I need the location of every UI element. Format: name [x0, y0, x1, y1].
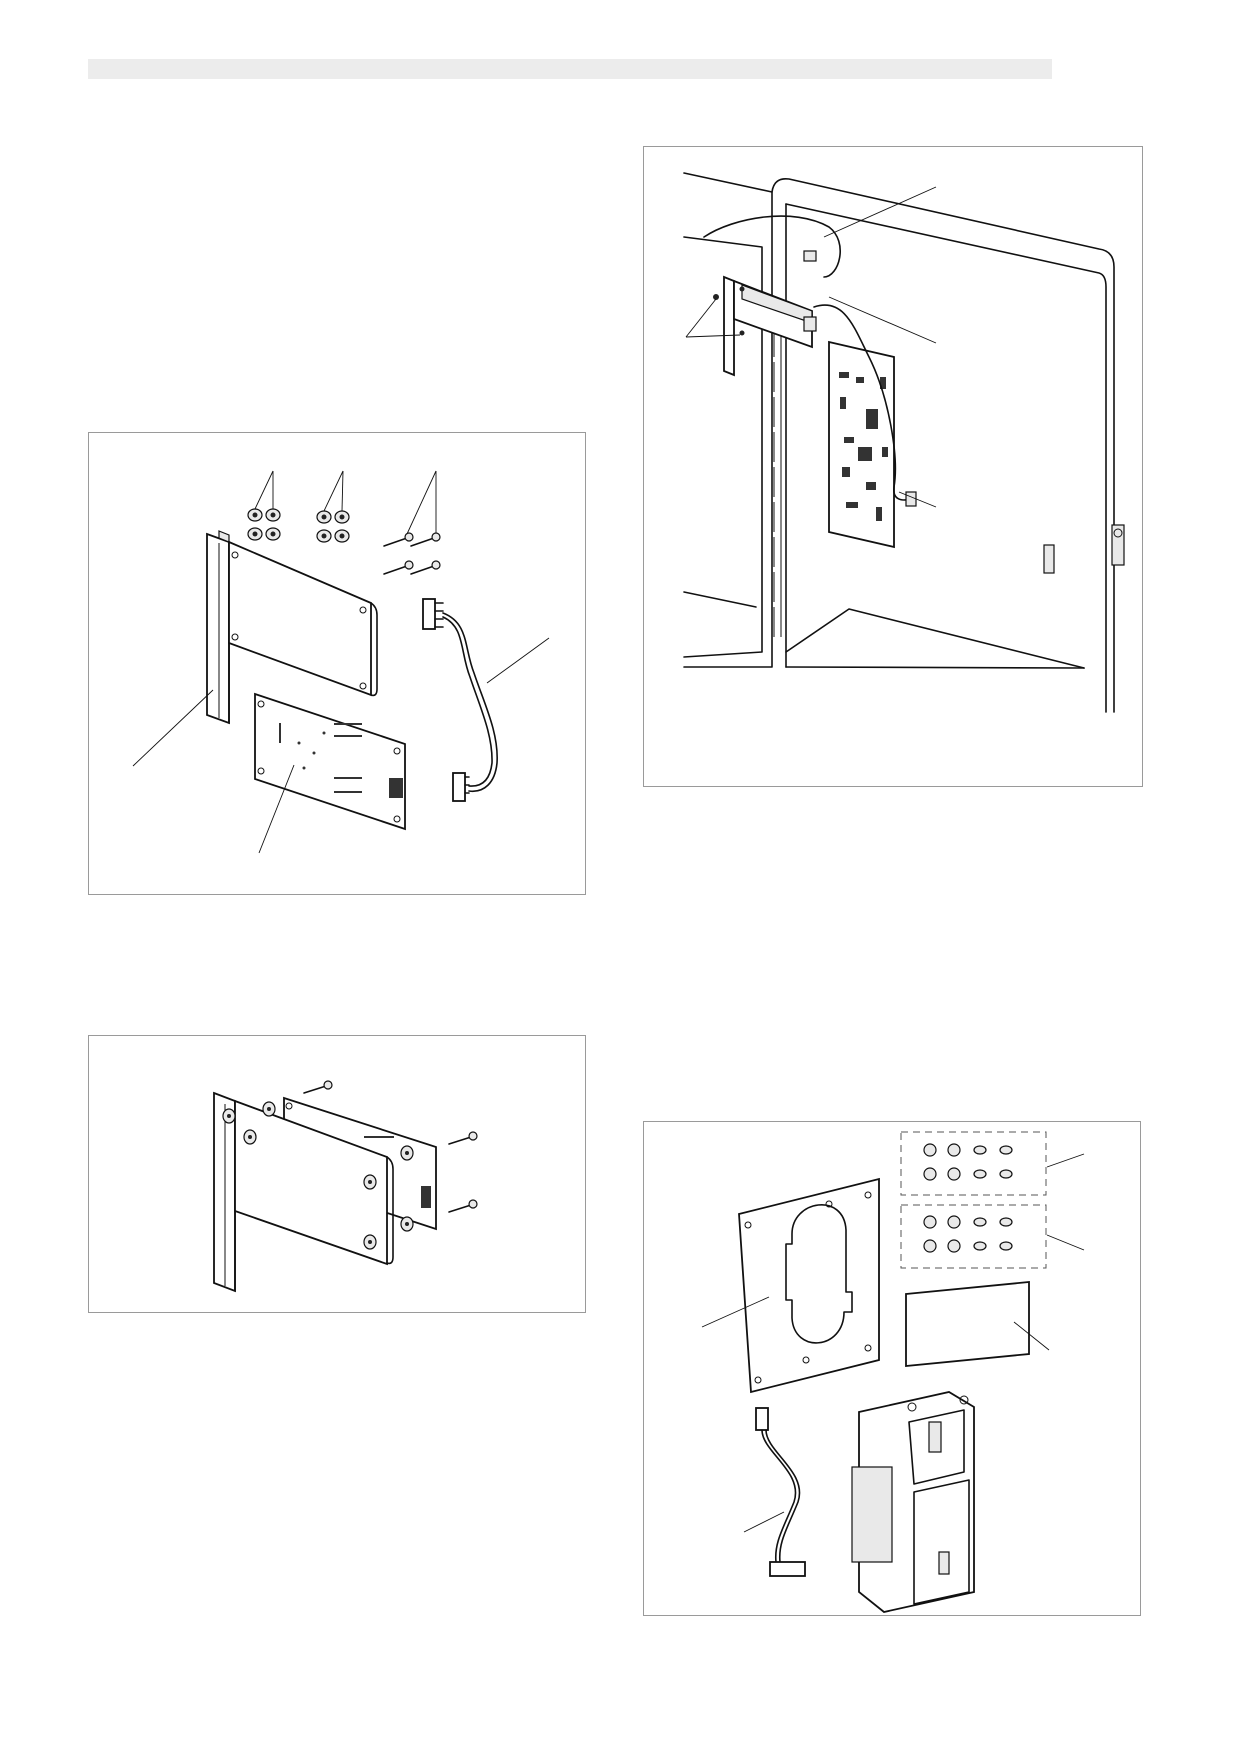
exploded-kit-illustration — [132, 470, 550, 854]
bag-a-callout-line — [1046, 1153, 1085, 1168]
bracket-callout-line — [132, 689, 214, 767]
coin-mechanism — [851, 1391, 975, 1613]
connecting-cables — [703, 186, 937, 508]
figure-assembled — [88, 1035, 586, 1313]
cabinet-body — [771, 177, 1115, 713]
cabinet-left-door — [683, 172, 773, 668]
circuit-board — [254, 692, 406, 831]
screws — [303, 1080, 478, 1213]
figure-installed-in-cabinet — [643, 146, 1143, 787]
hardware-bag-b — [900, 1204, 1047, 1269]
screws — [383, 470, 441, 575]
mounted-bracket-board — [685, 275, 813, 377]
kit-contents-illustration — [701, 1131, 1085, 1613]
wire-harness — [422, 598, 550, 802]
standoffs — [222, 1101, 414, 1250]
door-latch — [1043, 524, 1125, 574]
board-callout-line — [258, 764, 295, 854]
hardware-bag-b-items — [923, 1215, 1013, 1253]
mounting-plate — [701, 1177, 880, 1394]
nuts-group-a — [247, 470, 281, 541]
label-card — [905, 1281, 1050, 1367]
page-header-bar — [88, 59, 1052, 79]
mounting-bracket — [206, 530, 378, 725]
assembled-illustration — [213, 1080, 478, 1293]
nuts-group-b — [316, 470, 350, 543]
cabinet-illustration — [683, 172, 1125, 713]
hardware-bag-a — [900, 1131, 1047, 1196]
main-control-board — [828, 340, 895, 549]
hardware-bag-a-items — [923, 1143, 1013, 1181]
figure-kit-contents — [643, 1121, 1141, 1616]
figure-exploded-kit — [88, 432, 586, 895]
coin-mech-cable — [743, 1407, 806, 1577]
mounting-bracket — [213, 1091, 394, 1293]
bag-b-callout-line — [1046, 1234, 1085, 1251]
